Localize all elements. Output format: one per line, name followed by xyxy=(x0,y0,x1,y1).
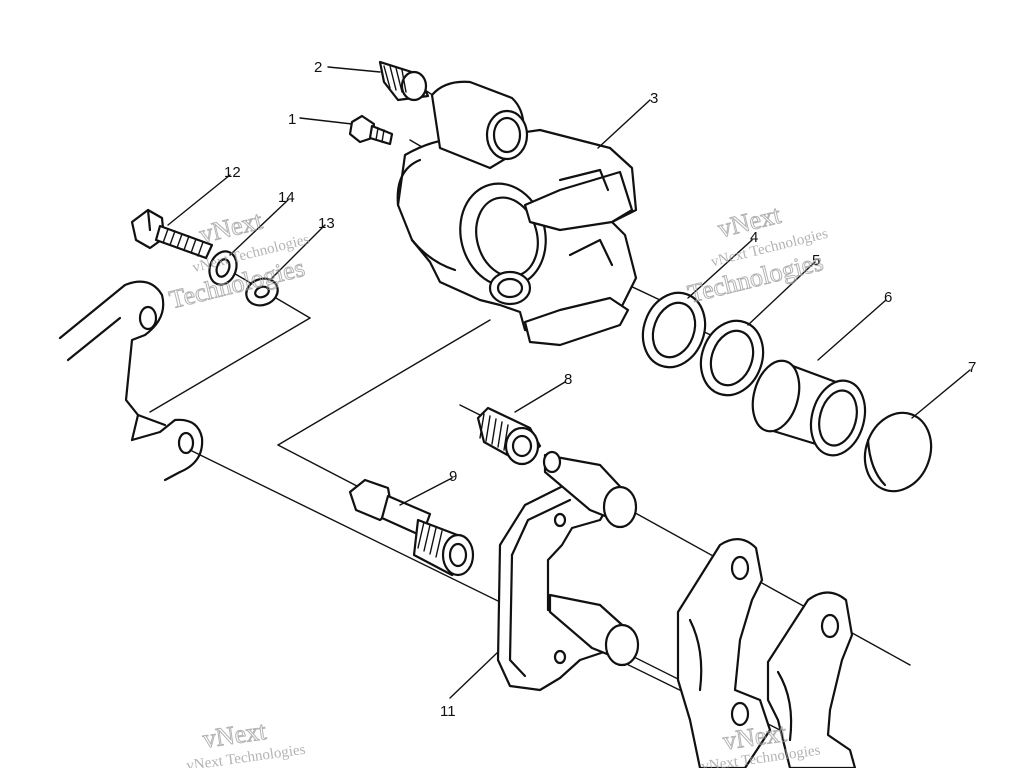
callout-13: 13 xyxy=(318,215,335,232)
part-8-spring xyxy=(476,406,542,466)
callout-2: 2 xyxy=(314,59,322,76)
watermark-top-right: vNext Technologies vNext Technologies xyxy=(684,199,829,309)
part-5-seal xyxy=(699,319,765,397)
mounting-arm xyxy=(58,280,204,482)
watermark-bottom-left: vNext vNext Technologies xyxy=(185,716,306,768)
callout-4: 4 xyxy=(750,229,758,246)
brake-pad-outer xyxy=(766,591,857,768)
part-7-piston-cap xyxy=(863,411,933,493)
callout-14: 14 xyxy=(278,189,295,206)
callout-7: 7 xyxy=(968,359,976,376)
callout-8: 8 xyxy=(564,371,572,388)
callout-11: 11 xyxy=(440,703,456,720)
part-1-bleeder-screw xyxy=(348,114,394,146)
part-12-bolt xyxy=(130,208,214,260)
part-2-bleeder-cap xyxy=(378,60,430,102)
part-4-seal xyxy=(641,291,707,369)
callout-3: 3 xyxy=(650,90,658,107)
callout-labels: 1 2 3 4 5 6 7 8 9 11 12 13 14 xyxy=(224,59,976,720)
callout-5: 5 xyxy=(812,252,820,269)
brake-pad-inner xyxy=(676,538,772,768)
callout-1: 1 xyxy=(288,111,296,128)
callout-9: 9 xyxy=(449,468,457,485)
part-3-caliper-body xyxy=(396,80,638,347)
callout-12: 12 xyxy=(224,164,241,181)
part-9-guide-pin xyxy=(348,478,475,577)
part-11-caliper-bracket xyxy=(496,450,640,692)
part-14-washer xyxy=(208,250,238,286)
part-6-piston xyxy=(751,359,867,457)
part-13-washer xyxy=(245,277,279,307)
leader-lines xyxy=(167,66,971,699)
watermark-top-left: vNext Technologies vNext Technologies xyxy=(166,205,311,315)
svg-text:vNext: vNext xyxy=(196,206,265,250)
callout-6: 6 xyxy=(884,289,892,306)
